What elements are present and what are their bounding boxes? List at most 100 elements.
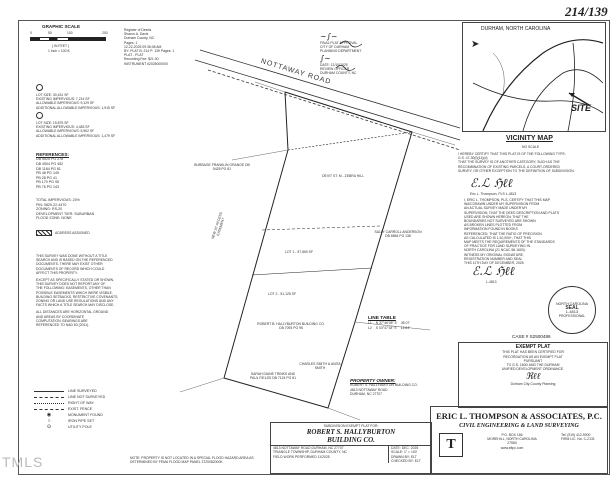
surveyor-registration: L-4813	[486, 280, 497, 284]
parcel-label-devit: DEVIT ST. M - ZEBRA HILL	[322, 174, 364, 178]
drawn-label: DRAWN BY:	[391, 454, 410, 459]
lot-info-b: LOT SIZE: 19,875 SF EXISTING IMPERVIOUS:…	[36, 112, 115, 138]
scale-tick-100: 100	[67, 31, 73, 35]
zoning-line: DEVELOPMENT TIER: SUBURBAN	[36, 211, 95, 216]
note-line: ALL DISTANCES ARE HORIZONTAL GROUND	[36, 310, 109, 315]
parcel-label-burbage: BURBAGE FRANKLIN GRANGE DB 5425 PG 81	[194, 163, 250, 172]
note-line: EXCEPT AS SPECIFICALLY STATED OR SHOWN,	[36, 278, 115, 283]
legend-label: MONUMENT FOUND	[68, 413, 103, 417]
exempt-title: EXEMPT PLAT	[515, 344, 551, 350]
firm-block: ERIC L. THOMPSON & ASSOCIATES, P.C. CIVI…	[430, 406, 608, 474]
legend-row: ○ IRON PIPE SET	[34, 418, 105, 424]
vicinity-roads	[472, 39, 604, 131]
title-meta-col: DATE: DEC. 2025 SCALE: 1" = 100' DRAWN B…	[388, 446, 431, 464]
firm-contact: T P.O. BOX 166 MOREHILL, NORTH CAROLINA …	[431, 433, 607, 457]
lot-line: ALLOWABLE IMPERVIOUS: 9,129 SF	[36, 101, 95, 106]
reference-line: PB 75 PG 143	[36, 184, 59, 189]
title-township: TRIANGLE TOWNSHIP, DURHAM COUNTY, NC	[273, 450, 347, 455]
line-table-row: L1 N 37°46'08" E 35.07'	[368, 321, 438, 325]
title-meta: CHECKED BY: ELT	[391, 459, 431, 463]
line-table-cell: 35.07'	[400, 321, 411, 326]
parcel-label-hallyburton: ROBERT B. HALLYBURTON BUILDING CO. DB 70…	[257, 322, 325, 331]
lot-info-a: LOT SIZE: 30,431 SF EXISTING IMPERVIOUS:…	[36, 84, 115, 110]
surveyor-sig-line: Eric L. Thompson, PLS L-4813	[470, 192, 517, 196]
vicinity-scale: NO SCALE	[522, 145, 540, 149]
note-line: BUILDING SETBACKS, RESTRICTIVE COVENANTS…	[36, 294, 119, 299]
lot-line: LOT SIZE: 19,875 SF	[36, 121, 69, 125]
property-owner-line: ROBERT S. HALLYBURTON BUILDING CO.	[350, 383, 418, 388]
legend-row: EXIST. FENCE	[34, 406, 105, 412]
scale-tick-50: 50	[48, 31, 52, 35]
certification-line: THAT THE SURVEY IS OF ANOTHER CATEGORY, …	[458, 160, 560, 165]
seal-top: NORTH CAROLINA	[555, 301, 589, 306]
legend-row: LINE NOT SURVEYED	[34, 394, 105, 400]
lot-line: LOT SIZE: 30,431 SF	[36, 93, 69, 97]
surveyor-cert-line: INFORMATION FOUND IN BOOKS	[464, 227, 518, 232]
legend-row: LINE SURVEYED	[34, 388, 105, 394]
line-table: LINE TABLE L1 N 37°46'08" E 35.07' L2 S …	[368, 316, 438, 330]
zoning-line: PIN: 0820-22-4470	[36, 202, 67, 207]
legend-label: IRON PIPE SET	[68, 419, 95, 423]
title-address-col: 4813 NOTTAWAY ROAD DURHAM, NC 27707 TRIA…	[271, 446, 388, 463]
legend-row: RIGHT OF WAY	[34, 400, 105, 406]
firm-po: P.O. BOX 166	[501, 433, 523, 437]
exempt-line: RECORDATION AS AN EXEMPT PLAT	[503, 354, 563, 359]
surveyor-cert-line: WAS DRAWN UNDER MY SUPERVISION FROM	[464, 202, 540, 207]
notes-block: THIS SURVEY WAS DONE WITHOUT A TITLE SEA…	[36, 254, 118, 327]
note-line: COMPUTATION. BEARINGS ARE	[36, 318, 88, 323]
approval-line: DATE: 12/10/2025	[320, 62, 348, 67]
register-line: Register of Deeds	[124, 28, 152, 32]
vicinity-map: DURHAM, NORTH CAROLINA ➤ SITE	[462, 22, 606, 132]
seal-number: L-4813	[565, 309, 579, 314]
surveyor-certification: I, ERIC L. THOMPSON, PLS, CERTIFY THAT T…	[464, 198, 574, 265]
approval-line: PLANNING DEPARTMENT	[320, 49, 362, 54]
legend-dashed-line	[34, 396, 64, 398]
title-owner-2: BUILDING CO.	[327, 436, 375, 445]
note-line: POSSIBLE EASEMENTS WHICH WERE VISIBLE,	[36, 290, 113, 295]
reference-line: DB 5525 PG 278	[36, 157, 64, 162]
approval-line: FINAL PLAT APPROVAL	[320, 41, 358, 45]
certification-block: I HEREBY CERTIFY THAT THIS PLAT IS OF TH…	[458, 152, 606, 173]
address-note: ADDRESS ASSIGNED	[36, 230, 90, 236]
zoning-block: TOTAL IMPERVIOUS: 24% PIN: 0820-22-4470 …	[36, 198, 94, 221]
register-line: INSTRUMENT #2025000000	[124, 61, 168, 66]
zoning-line: FLOOD ZONE: NONE	[36, 216, 72, 221]
note-line: THIS SURVEY WAS DONE WITHOUT A TITLE	[36, 254, 108, 258]
lot-line: ALLOWABLE IMPERVIOUS: 5,962 SF	[36, 129, 95, 134]
title-meta: SCALE: 1" = 100'	[391, 450, 431, 454]
graphic-scale-title: GRAPHIC SCALE	[42, 24, 81, 29]
surveyor-cert-line: THIS 11TH DAY OF DECEMBER, 2025.	[464, 261, 525, 266]
legend-label: EXIST. FENCE	[68, 407, 93, 411]
property-owner-label: PROPERTY OWNER:	[350, 378, 396, 383]
surveyor-cert-line: AS CALCULATED IS 1:10,000+; THAT THIS	[464, 235, 531, 240]
lot-marker	[36, 112, 43, 119]
line-table-cell: L1	[368, 321, 372, 326]
surveyor-cert-line: SUPERVISION; THAT THE DEED DESCRIPTION A…	[464, 210, 559, 215]
exempt-signer: Durham City-County Planning	[510, 382, 556, 387]
adjoining-lines	[179, 81, 456, 421]
legend-label: LINE SURVEYED	[68, 389, 97, 393]
note-line: REFERENCED TO NAD 83 (2011).	[36, 323, 90, 328]
surveyor-cert-line: REGISTRATION NUMBER AND SEAL	[464, 256, 523, 261]
register-line: Pages: 1	[124, 40, 138, 45]
legend-row-line	[34, 402, 64, 404]
reference-line: PB 28 PG 41	[36, 175, 57, 180]
exempt-plat-stamp: EXEMPT PLAT THIS PLAT HAS BEEN CERTIFIED…	[458, 342, 608, 408]
utility-pole-icon: ⊙	[46, 424, 52, 430]
note-line: AFFECT THIS PROPERTY.	[36, 270, 78, 275]
drawn-value: ELT	[410, 454, 417, 459]
lot-line: EXISTING IMPERVIOUS: 7,214 SF	[36, 97, 90, 102]
note-line: SEARCH AND IS BASED ON THE REFERENCED	[36, 258, 113, 263]
approval-line: REVIEW OFFICER	[320, 66, 350, 71]
address-swatch	[36, 230, 52, 236]
register-line: 12-22-2025 09:36:08 AM	[124, 44, 162, 49]
legend-label: UTILITY POLE	[68, 425, 92, 429]
checked-label: CHECKED BY:	[391, 458, 414, 463]
legend-row: ⊙ UTILITY POLE	[34, 424, 105, 430]
title-details: 4813 NOTTAWAY ROAD DURHAM, NC 27707 TRIA…	[271, 445, 431, 464]
lot-line: ADDITIONAL ALLOWABLE IMPERVIOUS: 1,915 S…	[36, 105, 116, 110]
reference-line: PB 170 PG 95	[36, 180, 59, 185]
firm-logo-icon: T	[439, 433, 463, 457]
register-of-deeds-block: Register of Deeds Sharon A. Davis Durham…	[124, 28, 194, 66]
